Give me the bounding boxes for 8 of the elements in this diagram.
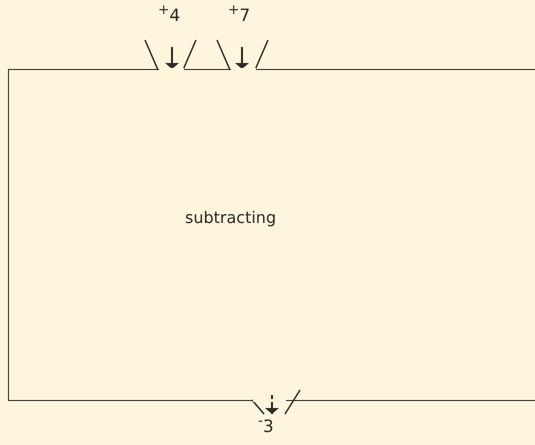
machine-label: subtracting — [185, 208, 276, 227]
arrow — [265, 395, 279, 414]
number-label: $^{-}$3 — [258, 419, 274, 436]
machine-box — [8, 69, 535, 401]
number-label: $^{+}$7 — [228, 8, 250, 25]
number-label: $^{+}$4 — [158, 8, 180, 25]
arrow — [235, 47, 249, 69]
arrow — [165, 47, 179, 69]
